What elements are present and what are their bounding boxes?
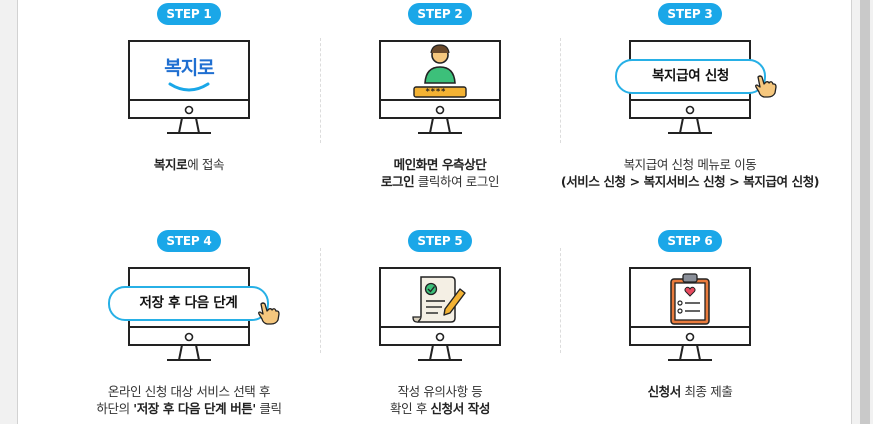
monitor-icon [379,267,501,361]
scrollbar-track[interactable] [851,0,873,424]
save-next-step-button[interactable]: 저장 후 다음 단계 [108,286,280,325]
step-caption: 온라인 신청 대상 서비스 선택 후 하단의 '저장 후 다음 단계 버튼' 클… [49,383,329,417]
step-caption: 작성 유의사항 등 확인 후 신청서 작성 [300,383,580,417]
step-caption: 신청서 최종 제출 [550,383,830,400]
column-divider [320,38,321,143]
step-6-card: STEP 6 신청서 최종 제출 [570,227,810,442]
column-divider [560,248,561,353]
step-4-card: STEP 4 저장 후 다음 단계 온라인 신청 대상 서비스 선택 후 하단의… [69,227,309,442]
caption-text: 복지급여 신청 메뉴로 이동 [623,157,757,172]
caption-text: 최종 제출 [680,384,733,399]
monitor-icon [629,267,751,361]
step-badge: STEP 1 [157,3,221,25]
step-caption: 복지로에 접속 [49,156,329,173]
bokjiro-logo-icon: 복지로 [164,57,214,79]
caption-text: 에 접속 [187,157,225,172]
caption-bold: 로그인 [380,174,415,189]
clipboard-heart-icon [670,273,710,325]
password-mask-text: **** [425,87,447,96]
monitor-icon [379,40,501,134]
pointing-hand-icon [755,75,777,98]
caption-text: 확인 후 [390,401,431,416]
caption-text: 하단의 [96,401,134,416]
step-5-card: STEP 5 작성 유의사항 등 확인 후 신청서 작성 [320,227,560,442]
scrollbar-thumb[interactable] [860,0,870,424]
step-badge: STEP 4 [157,230,221,252]
column-divider [320,248,321,353]
step-caption: 메인화면 우측상단 로그인 클릭하여 로그인 [300,156,580,190]
step-3-card: STEP 3 복지급여 신청 복지급여 신청 메뉴로 이동 (서비스 신청 > … [561,0,820,215]
pointing-hand-icon [258,302,280,325]
welfare-apply-button[interactable]: 복지급여 신청 [615,59,777,98]
caption-bold: '저장 후 다음 단계 버튼' [133,401,256,416]
caption-text: 작성 유의사항 등 [397,384,483,399]
caption-bold: 메인화면 우측상단 [393,157,487,172]
document-pen-icon [412,276,466,323]
caption-bold: 신청서 [647,384,682,399]
monitor-icon [128,40,250,134]
user-login-icon [413,44,467,98]
step-badge: STEP 6 [658,230,722,252]
caption-bold: 복지로 [153,157,188,172]
step-badge: STEP 2 [408,3,472,25]
pill-label: 복지급여 신청 [651,68,730,84]
caption-bold: 신청서 작성 [430,401,491,416]
caption-text: 온라인 신청 대상 서비스 선택 후 [107,384,271,399]
step-caption: 복지급여 신청 메뉴로 이동 (서비스 신청 > 복지서비스 신청 > 복지급여… [550,156,830,190]
step-1-card: STEP 1 복지로 복지로에 접속 [69,0,309,215]
left-frame-border [0,0,18,424]
caption-bold: (서비스 신청 > 복지서비스 신청 > 복지급여 신청) [560,174,820,189]
step-badge: STEP 5 [408,230,472,252]
caption-text: 클릭하여 로그인 [414,174,500,189]
step-badge: STEP 3 [658,3,722,25]
column-divider [560,38,561,143]
step-2-card: STEP 2 **** 메인화면 우측상단 로그인 클릭하여 로그인 [320,0,560,215]
pill-label: 저장 후 다음 단계 [139,295,238,311]
caption-text: 클릭 [255,401,282,416]
